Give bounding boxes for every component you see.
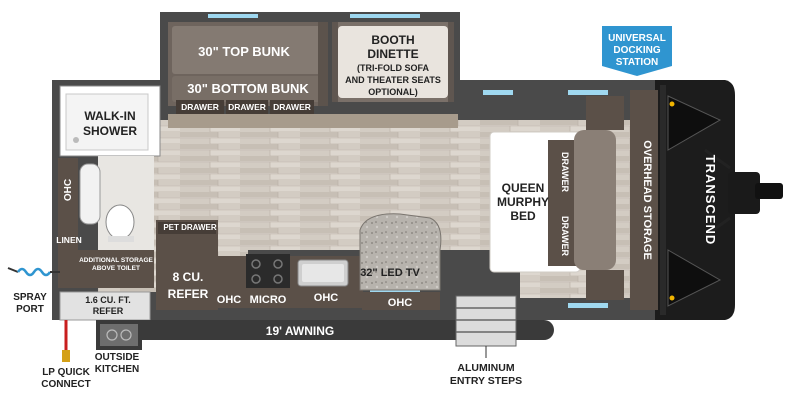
pet-drawer-label: PET DRAWER bbox=[163, 223, 217, 232]
bed-drawer-label-2: DRAWER bbox=[560, 216, 570, 256]
additional-storage-2: ABOVE TOILET bbox=[92, 265, 140, 272]
bed-label: BED bbox=[510, 209, 536, 223]
top-bunk-label: 30" TOP BUNK bbox=[198, 44, 290, 59]
docking-station-badge bbox=[602, 26, 672, 76]
bottom-bunk-label: 30" BOTTOM BUNK bbox=[187, 81, 309, 96]
booth-label: BOOTH bbox=[371, 33, 414, 47]
ohc-label-kitchen-1: OHC bbox=[217, 294, 242, 306]
led-tv-label: 32" LED TV bbox=[360, 267, 420, 279]
bed-drawer-label-1: DRAWER bbox=[560, 152, 570, 192]
small-refer-label-2: REFER bbox=[93, 306, 124, 316]
lp-label-2: CONNECT bbox=[41, 379, 90, 390]
entry-steps bbox=[455, 295, 517, 358]
drawer-label-1: DRAWER bbox=[181, 102, 219, 112]
spray-port-hose bbox=[7, 267, 60, 277]
micro-label: MICRO bbox=[250, 294, 287, 306]
shower-label: SHOWER bbox=[83, 124, 137, 138]
dinette-label: DINETTE bbox=[367, 47, 418, 61]
brand-logo: TRANSCEND bbox=[703, 155, 718, 246]
trifold-note: (TRI-FOLD SOFA bbox=[357, 63, 429, 73]
docking-label-2: DOCKING bbox=[613, 45, 660, 56]
queen-label: QUEEN bbox=[502, 181, 545, 195]
kitchen-label: KITCHEN bbox=[95, 364, 139, 375]
booth-dinette bbox=[332, 22, 454, 102]
port-label: PORT bbox=[16, 304, 44, 315]
bedroom bbox=[489, 90, 658, 310]
optional-note: OPTIONAL) bbox=[368, 87, 418, 97]
ohc-label-kitchen-2: OHC bbox=[314, 292, 339, 304]
outside-kitchen-unit bbox=[96, 320, 142, 350]
spray-label: SPRAY bbox=[13, 292, 47, 303]
docking-label-3: STATION bbox=[616, 57, 658, 68]
bunk-drawers bbox=[176, 100, 314, 114]
ohc-label-kitchen-3: OHC bbox=[388, 297, 413, 309]
bathroom bbox=[58, 85, 161, 288]
outside-label: OUTSIDE bbox=[95, 352, 140, 363]
lp-connector bbox=[62, 320, 70, 362]
awning-label: 19' AWNING bbox=[266, 324, 334, 338]
overhead-storage-label: OVERHEAD STORAGE bbox=[641, 140, 653, 260]
small-refer-label-1: 1.6 CU. FT. bbox=[85, 295, 131, 305]
refer-label-1: 8 CU. bbox=[173, 270, 204, 284]
murphy-label: MURPHY bbox=[497, 195, 549, 209]
entry-steps-label: ENTRY STEPS bbox=[450, 375, 522, 387]
walk-in-label: WALK-IN bbox=[84, 109, 135, 123]
bath-ohc-label: OHC bbox=[63, 179, 74, 201]
additional-storage-1: ADDITIONAL STORAGE bbox=[79, 257, 153, 264]
awning-bar bbox=[122, 320, 554, 340]
drawer-label-3: DRAWER bbox=[273, 102, 311, 112]
theater-note: AND THEATER SEATS bbox=[345, 75, 441, 85]
linen-label: LINEN bbox=[56, 235, 82, 245]
front-cap-graphic bbox=[667, 95, 722, 307]
drawer-label-2: DRAWER bbox=[228, 102, 266, 112]
hitch-tongue bbox=[704, 148, 783, 238]
docking-label-1: UNIVERSAL bbox=[608, 33, 666, 44]
bunk-area bbox=[168, 22, 328, 106]
refer-label-2: REFER bbox=[168, 287, 209, 301]
aluminum-label: ALUMINUM bbox=[457, 362, 514, 374]
slide-floor-edge bbox=[168, 114, 458, 128]
kitchen bbox=[156, 213, 442, 310]
lp-label-1: LP QUICK bbox=[42, 367, 90, 378]
